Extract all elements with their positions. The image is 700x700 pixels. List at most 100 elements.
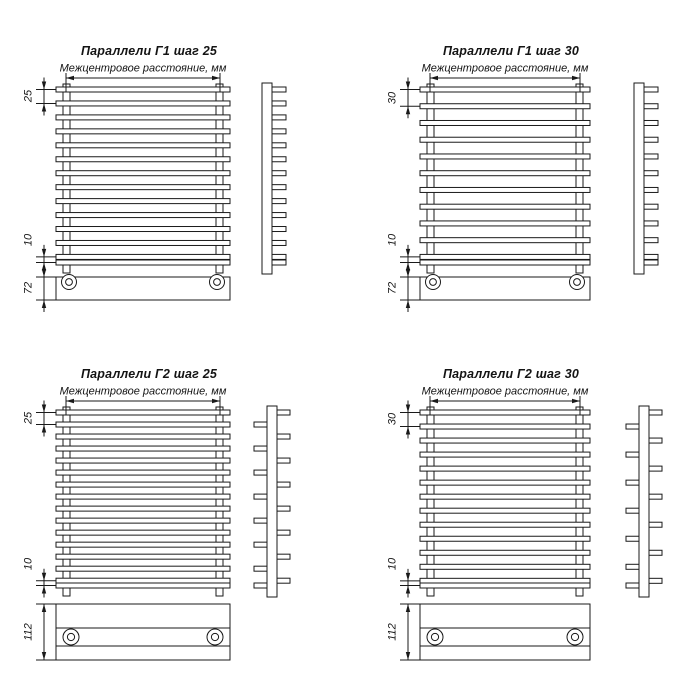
side-tube-back-row	[625, 563, 640, 570]
side-tube	[643, 220, 659, 227]
front-tube	[55, 493, 231, 500]
side-collector	[633, 82, 645, 275]
side-collector	[638, 405, 650, 598]
side-tube	[643, 86, 659, 93]
panel-title-g2-30: Параллели Г2 шаг 30	[442, 367, 580, 381]
front-tube	[55, 481, 231, 488]
front-tube	[55, 541, 231, 548]
front-tube	[55, 100, 231, 107]
dim-label-end-gap-g1-25: 10	[22, 233, 35, 247]
side-tube	[271, 253, 287, 260]
side-tube-front-row	[276, 553, 291, 560]
side-tube	[271, 226, 287, 233]
front-tube	[55, 421, 231, 428]
pipe-port-inner	[66, 632, 76, 642]
panel-subtitle-g2-30: Межцентровое расстояние, мм	[421, 385, 589, 398]
front-tube	[419, 521, 591, 528]
dim-arrow	[405, 81, 411, 90]
front-tube	[419, 451, 591, 458]
dim-label-end-gap-g1-30: 10	[386, 233, 399, 247]
side-tube-front-row	[276, 577, 291, 584]
front-tube	[55, 505, 231, 512]
side-tube-back-row	[625, 423, 640, 430]
side-tube	[271, 198, 287, 205]
dim-arrow	[212, 398, 220, 404]
front-tube	[55, 239, 231, 246]
dim-arrow	[405, 572, 411, 581]
side-tube	[271, 114, 287, 121]
side-tube-back-row	[625, 451, 640, 458]
side-tube-front-row	[648, 409, 663, 416]
dim-arrow	[41, 604, 47, 612]
front-tube	[419, 409, 591, 416]
dim-label-step-g1-30: 30	[386, 91, 399, 105]
panel-subtitle-g1-30: Межцентровое расстояние, мм	[421, 62, 589, 75]
side-tube	[271, 170, 287, 177]
side-tube	[643, 186, 659, 193]
panel-subtitle-g2-25: Межцентровое расстояние, мм	[59, 385, 227, 398]
front-tube	[419, 563, 591, 570]
side-tube-back-row	[253, 421, 268, 428]
dim-arrow	[41, 262, 47, 271]
dim-arrow	[405, 248, 411, 257]
front-tube	[55, 529, 231, 536]
side-tube-front-row	[648, 577, 663, 584]
pipe-port-inner	[570, 632, 580, 642]
front-tube	[55, 517, 231, 524]
side-tube-front-row	[276, 409, 291, 416]
pipe-port-inner	[65, 278, 73, 286]
side-tube-back-row	[253, 517, 268, 524]
front-tube	[55, 198, 231, 205]
dim-arrow	[572, 75, 580, 81]
side-tube	[271, 128, 287, 135]
front-tube	[55, 259, 231, 266]
front-tube	[419, 493, 591, 500]
dim-arrow	[66, 75, 74, 81]
dim-arrow	[405, 604, 411, 612]
side-tube-back-row	[625, 582, 640, 589]
bottom-collector-body	[419, 276, 591, 301]
dim-arrow	[430, 398, 438, 404]
side-tube-back-row	[253, 469, 268, 476]
dim-arrow	[41, 103, 47, 112]
side-tube-front-row	[648, 493, 663, 500]
side-tube-front-row	[276, 433, 291, 440]
side-tube	[271, 86, 287, 93]
dim-label-collector-g1-30: 72	[386, 281, 399, 295]
front-tube	[55, 170, 231, 177]
front-tube	[419, 153, 591, 160]
front-tube	[419, 237, 591, 244]
side-tube-front-row	[648, 465, 663, 472]
front-tube	[419, 423, 591, 430]
side-tube	[271, 100, 287, 107]
front-tube	[419, 535, 591, 542]
pipe-port-inner	[213, 278, 221, 286]
side-tube-front-row	[276, 481, 291, 488]
bottom-collector-body	[55, 276, 231, 301]
side-tube-front-row	[276, 529, 291, 536]
dim-label-step-g2-30: 30	[386, 412, 399, 426]
dim-arrow	[405, 585, 411, 594]
dim-arrow	[41, 300, 47, 308]
panel-subtitle-g1-25: Межцентровое расстояние, мм	[59, 62, 227, 75]
bottom-collector-body	[419, 603, 591, 661]
dim-arrow	[41, 652, 47, 660]
dim-arrow	[405, 106, 411, 115]
dim-arrow	[430, 75, 438, 81]
front-tube	[55, 156, 231, 163]
side-tube	[271, 239, 287, 246]
front-tube	[419, 437, 591, 444]
dim-label-collector-g1-25: 72	[22, 281, 35, 295]
dim-label-collector-g2-25: 112	[22, 623, 35, 641]
side-tube-back-row	[625, 507, 640, 514]
bottom-collector-body	[55, 603, 231, 661]
side-tube	[643, 259, 659, 266]
dim-label-collector-g2-30: 112	[386, 623, 399, 641]
front-tube	[419, 119, 591, 126]
dim-arrow	[41, 81, 47, 90]
side-tube-back-row	[625, 535, 640, 542]
side-tube	[643, 136, 659, 143]
front-tube	[55, 433, 231, 440]
front-right-collector	[575, 83, 584, 274]
